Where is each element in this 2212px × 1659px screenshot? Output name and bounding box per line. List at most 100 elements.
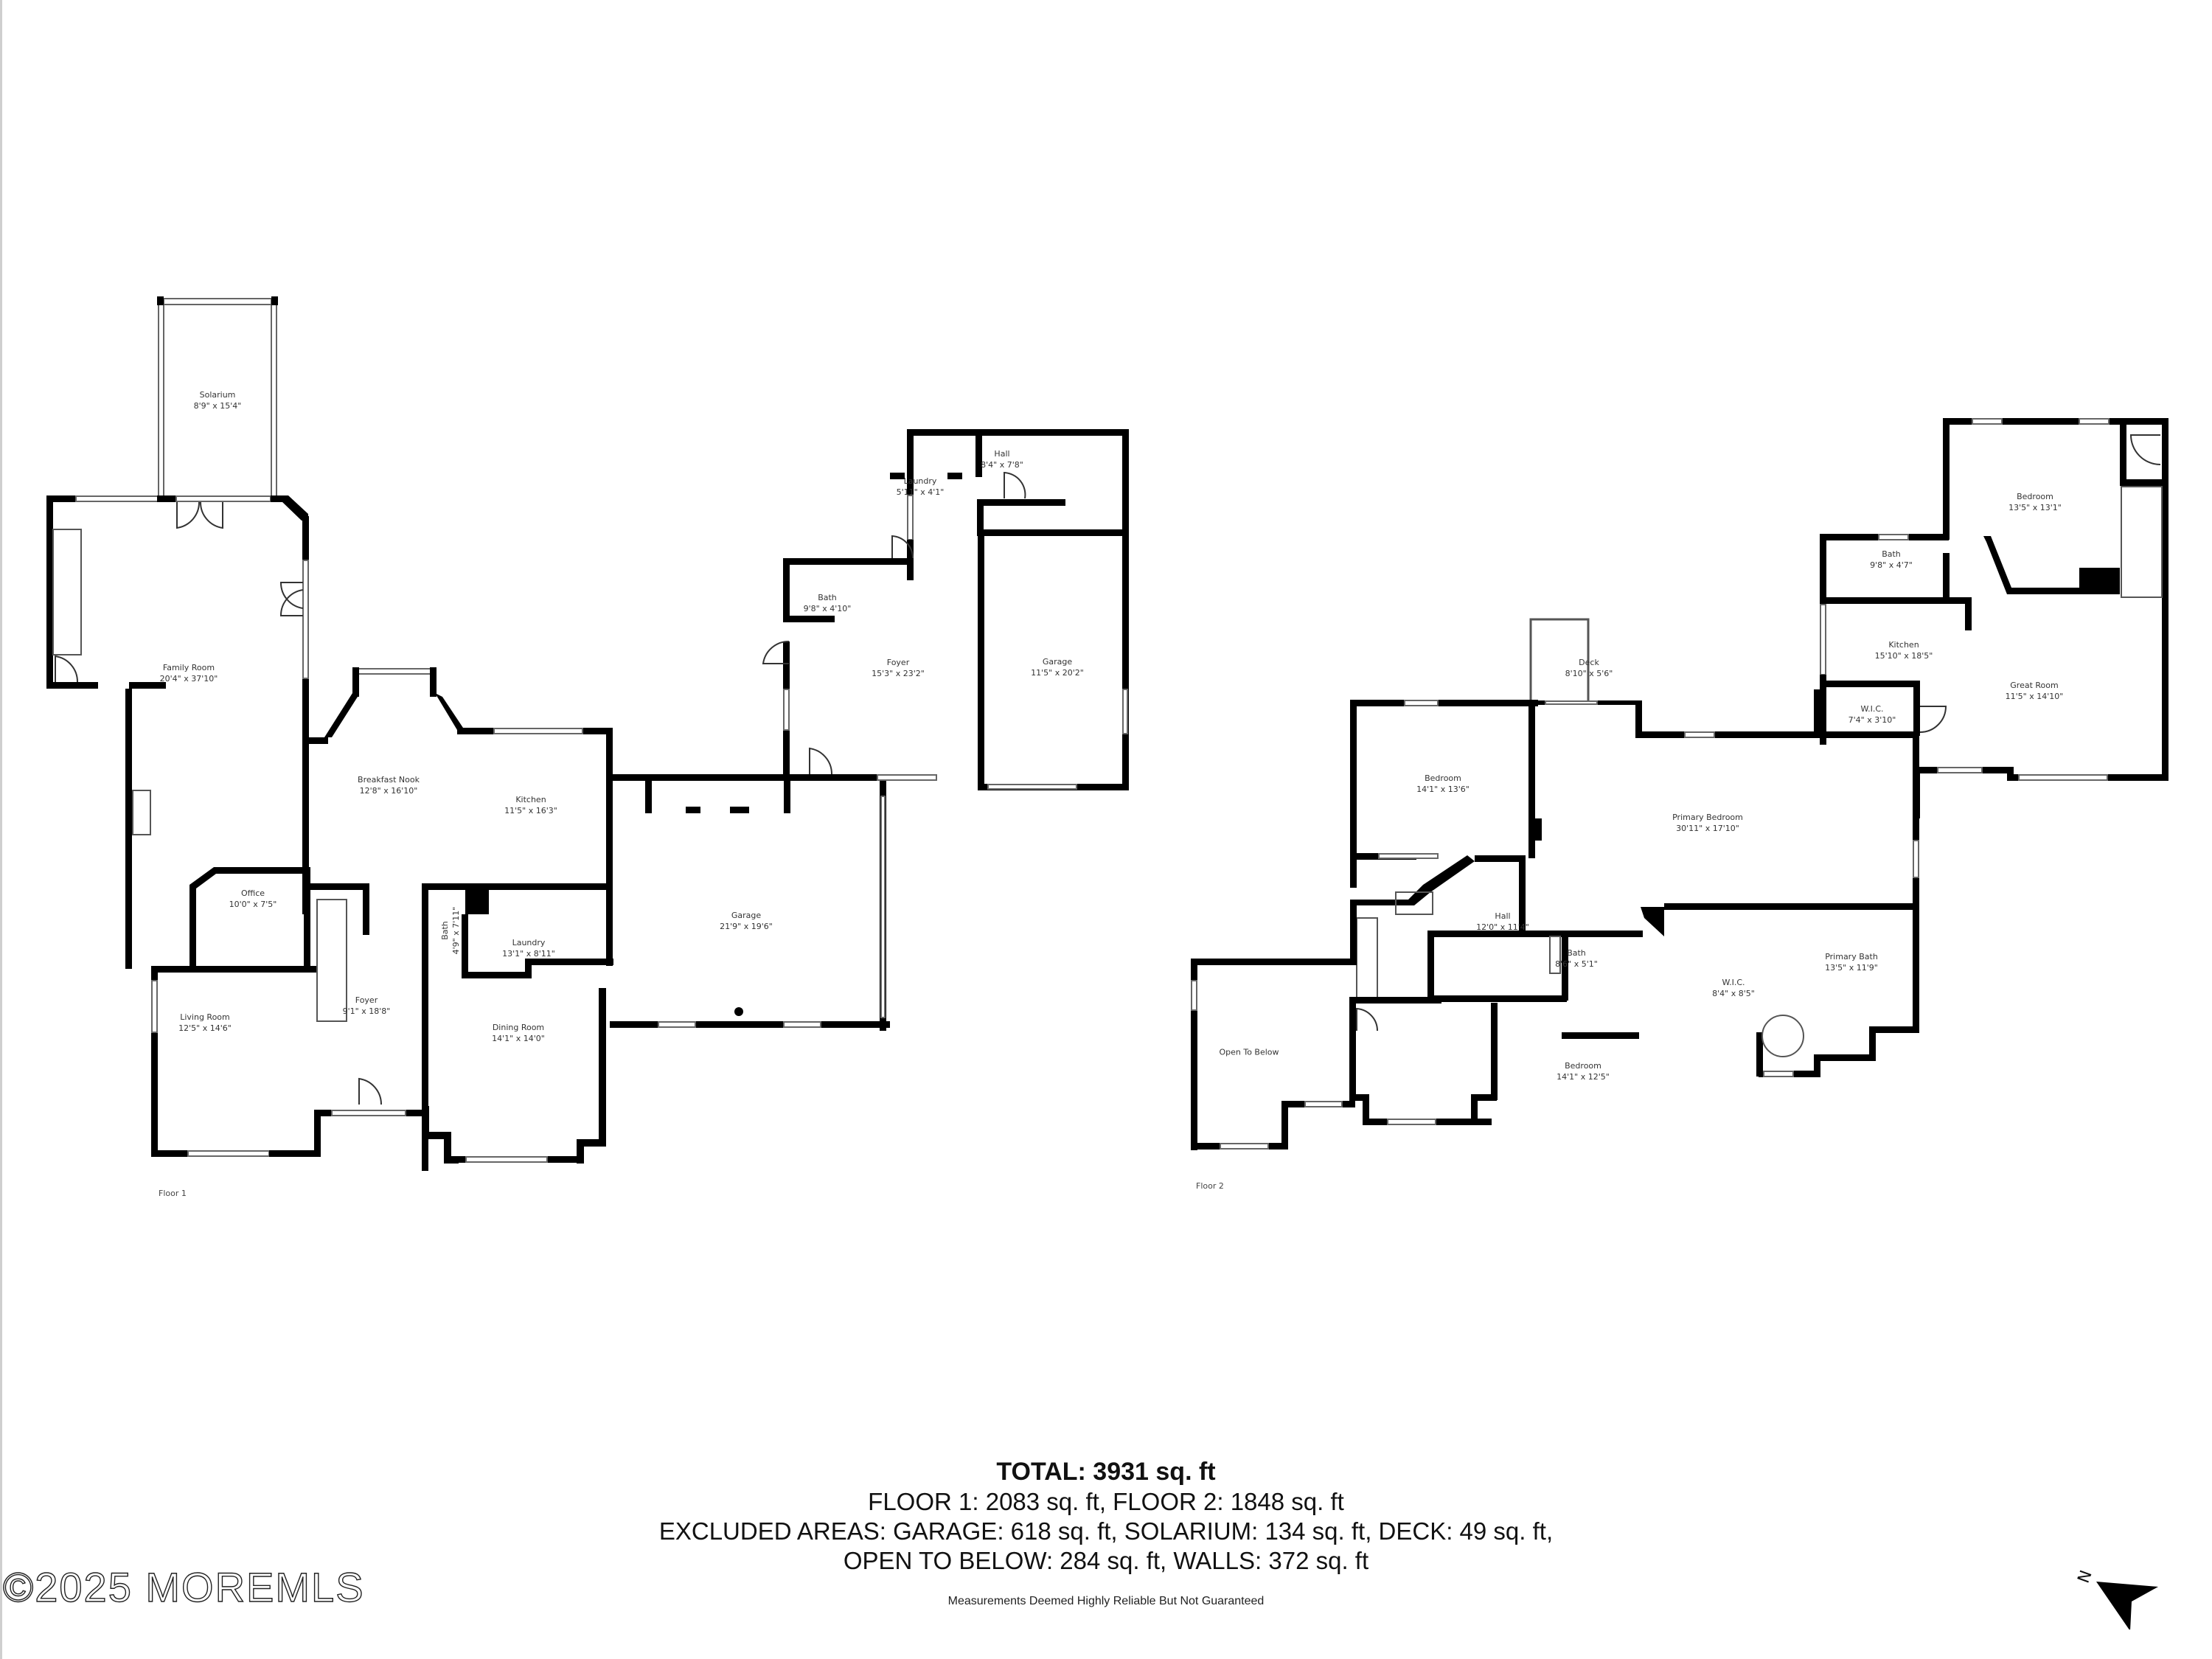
room-name: W.I.C. bbox=[1722, 978, 1745, 987]
room-name: Garage bbox=[731, 911, 762, 920]
room-name: Solarium bbox=[199, 390, 236, 400]
room-name: Bath bbox=[1882, 549, 1901, 559]
room-name: Office bbox=[240, 888, 265, 898]
room-name: Primary Bath bbox=[1825, 952, 1878, 961]
room-dimensions: 8'10" x 5'6" bbox=[1565, 669, 1613, 678]
room-dimensions: 12'0" x 11'4" bbox=[1476, 922, 1529, 932]
room-label: Kitchen 11'5" x 16'3" bbox=[504, 794, 557, 816]
total-area: TOTAL: 3931 sq. ft bbox=[996, 1458, 1216, 1486]
room-name: Garage bbox=[1042, 657, 1073, 667]
room-dimensions: 14'1" x 13'6" bbox=[1416, 785, 1470, 794]
room-dimensions: 11'5" x 20'2" bbox=[1031, 668, 1084, 678]
room-dimensions: 7'4" x 3'10" bbox=[1848, 715, 1896, 725]
room-name: W.I.C. bbox=[1860, 704, 1884, 714]
room-dimensions: 12'5" x 14'6" bbox=[178, 1023, 232, 1033]
copyright-watermark: ©2025 MOREMLS bbox=[2, 1563, 365, 1610]
room-name: Kitchen bbox=[515, 795, 546, 804]
room-dimensions: 9'8" x 4'10" bbox=[803, 604, 852, 613]
room-label: W.I.C. 8'4" x 8'5" bbox=[1712, 977, 1755, 999]
floor-1-label: Floor 1 bbox=[159, 1189, 187, 1198]
room-name: Bath bbox=[1567, 948, 1586, 958]
room-dimensions: 11'5" x 16'3" bbox=[504, 806, 557, 815]
compass: N bbox=[2075, 1563, 2168, 1631]
room-dimensions: 8'4" x 7'8" bbox=[981, 460, 1023, 470]
room-dimensions: 8'4" x 8'5" bbox=[1712, 989, 1755, 998]
room-dimensions: 15'10" x 18'5" bbox=[1874, 651, 1933, 661]
excluded-areas-continued: OPEN TO BELOW: 284 sq. ft, WALLS: 372 sq… bbox=[843, 1547, 1369, 1574]
measurement-disclaimer: Measurements Deemed Highly Reliable But … bbox=[947, 1595, 1265, 1607]
room-dimensions: 14'1" x 14'0" bbox=[492, 1034, 545, 1043]
room-name: Living Room bbox=[180, 1012, 230, 1022]
floor-1-walls bbox=[46, 296, 1129, 1171]
room-name: Deck bbox=[1579, 658, 1599, 667]
room-name: Breakfast Nook bbox=[358, 775, 420, 785]
room-name: Bedroom bbox=[2017, 492, 2053, 501]
room-dimensions: 12'8" x 16'10" bbox=[359, 786, 418, 796]
room-dimensions: 30'11" x 17'10" bbox=[1676, 824, 1739, 833]
room-dimensions: 15'3" x 23'2" bbox=[872, 669, 925, 678]
room-name: Laundry bbox=[903, 476, 937, 486]
room-label: Bedroom 13'5" x 13'1" bbox=[2008, 491, 2062, 513]
room-label: Foyer 15'3" x 23'2" bbox=[872, 657, 925, 679]
room-label: Open To Below bbox=[1219, 1047, 1279, 1058]
floor-2-label: Floor 2 bbox=[1196, 1181, 1224, 1191]
room-name: Bedroom bbox=[1425, 773, 1461, 783]
room-name: Bedroom bbox=[1565, 1061, 1601, 1071]
room-dimensions: 13'5" x 13'1" bbox=[2008, 503, 2062, 512]
room-label: Primary Bath 13'5" x 11'9" bbox=[1825, 951, 1878, 973]
room-dimensions: 14'1" x 12'5" bbox=[1557, 1072, 1610, 1082]
room-label: Bedroom 14'1" x 13'6" bbox=[1416, 773, 1470, 795]
room-dimensions: 21'9" x 19'6" bbox=[720, 922, 773, 931]
room-name: Primary Bedroom bbox=[1672, 813, 1743, 822]
room-name: Great Room bbox=[2010, 681, 2059, 690]
room-name: Hall bbox=[1495, 911, 1511, 921]
room-dimensions: 20'4" x 37'10" bbox=[159, 674, 218, 684]
room-name: Foyer bbox=[355, 995, 378, 1005]
room-label: Dining Room 14'1" x 14'0" bbox=[492, 1022, 545, 1044]
excluded-areas: EXCLUDED AREAS: GARAGE: 618 sq. ft, SOLA… bbox=[658, 1517, 1554, 1545]
room-name: Bath bbox=[818, 593, 837, 602]
room-name: Laundry bbox=[512, 938, 546, 947]
room-name: Family Room bbox=[162, 663, 215, 672]
room-name: Kitchen bbox=[1888, 640, 1919, 650]
floor-areas: FLOOR 1: 2083 sq. ft, FLOOR 2: 1848 sq. … bbox=[868, 1488, 1344, 1515]
room-label: Family Room 20'4" x 37'10" bbox=[160, 662, 218, 684]
area-summary: TOTAL: 3931 sq. ft FLOOR 1: 2083 sq. ft,… bbox=[0, 1456, 2212, 1608]
room-dimensions: 5'11" x 4'1" bbox=[896, 487, 945, 497]
room-label: Bath 9'8" x 4'10" bbox=[804, 592, 852, 614]
room-dimensions: 9'8" x 4'7" bbox=[1870, 560, 1913, 570]
room-dimensions: 13'5" x 11'9" bbox=[1825, 963, 1878, 973]
room-name: Dining Room bbox=[492, 1023, 545, 1032]
room-dimensions: 10'0" x 7'5" bbox=[229, 900, 277, 909]
north-arrow-icon bbox=[2096, 1582, 2158, 1631]
room-dimensions: 4'9" x 7'11" bbox=[451, 906, 461, 955]
room-label: Primary Bedroom 30'11" x 17'10" bbox=[1672, 812, 1743, 834]
room-dimensions: 8'9" x 15'4" bbox=[193, 401, 242, 411]
room-name: Bath bbox=[440, 921, 450, 940]
door-swings bbox=[55, 434, 2161, 1105]
room-dimensions: 13'1" x 8'11" bbox=[502, 949, 555, 959]
room-label: Deck 8'10" x 5'6" bbox=[1565, 657, 1613, 679]
room-dimensions: 8'6" x 5'1" bbox=[1555, 959, 1598, 969]
room-name: Hall bbox=[994, 449, 1010, 459]
room-label: Office 10'0" x 7'5" bbox=[229, 888, 277, 910]
image-border bbox=[0, 0, 2, 1659]
room-dimensions: 9'1" x 18'8" bbox=[342, 1006, 391, 1016]
room-label: Garage 21'9" x 19'6" bbox=[720, 910, 773, 932]
room-label: W.I.C.7'4" x 3'10" bbox=[1848, 703, 1896, 726]
room-name: Foyer bbox=[886, 658, 910, 667]
